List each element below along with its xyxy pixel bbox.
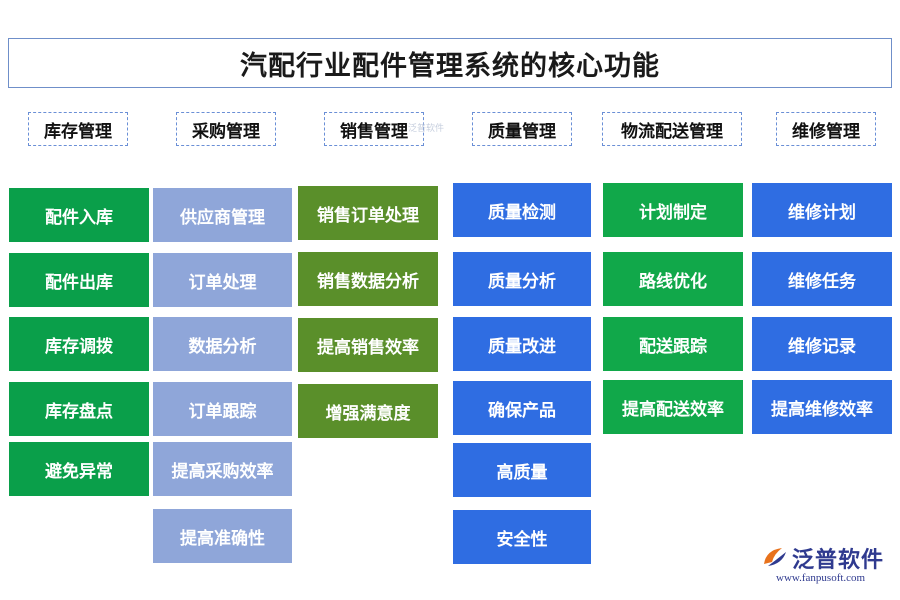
category-repair: 维修管理 [776,112,876,146]
item-inventory-2: 配件出库 [9,253,149,307]
diagram-title: 汽配行业配件管理系统的核心功能 [240,50,660,82]
category-purchasing: 采购管理 [176,112,276,146]
item-quality-4: 确保产品 [453,381,591,435]
item-quality-2: 质量分析 [453,252,591,306]
item-sales-2: 销售数据分析 [298,252,438,306]
brand-url: www.fanpusoft.com [776,572,866,584]
brand-logo: 泛普软件 www.fanpusoft.com [760,540,890,586]
item-quality-3: 质量改进 [453,317,591,371]
item-inventory-5: 避免异常 [9,442,149,496]
item-logistics-4: 提高配送效率 [603,380,743,434]
item-quality-1: 质量检测 [453,183,591,237]
brand-mark-icon [764,548,786,566]
item-inventory-1: 配件入库 [9,188,149,242]
item-inventory-3: 库存调拨 [9,317,149,371]
item-purchasing-2: 订单处理 [153,253,292,307]
item-purchasing-6: 提高准确性 [153,509,292,563]
item-repair-3: 维修记录 [752,317,892,371]
item-sales-4: 增强满意度 [298,384,438,438]
item-logistics-2: 路线优化 [603,252,743,306]
diagram-title-box: 汽配行业配件管理系统的核心功能 [8,38,892,88]
item-purchasing-3: 数据分析 [153,317,292,371]
item-purchasing-5: 提高采购效率 [153,442,292,496]
item-sales-3: 提高销售效率 [298,318,438,372]
item-repair-4: 提高维修效率 [752,380,892,434]
item-purchasing-1: 供应商管理 [153,188,292,242]
item-repair-1: 维修计划 [752,183,892,237]
category-inventory: 库存管理 [28,112,128,146]
item-quality-5: 高质量 [453,443,591,497]
item-purchasing-4: 订单跟踪 [153,382,292,436]
item-inventory-4: 库存盘点 [9,382,149,436]
item-sales-1: 销售订单处理 [298,186,438,240]
item-repair-2: 维修任务 [752,252,892,306]
category-sales: 销售管理 [324,112,424,146]
watermark-text: 泛普软件 [408,124,445,134]
category-quality: 质量管理 [472,112,572,146]
brand-name: 泛普软件 [792,548,885,573]
item-logistics-1: 计划制定 [603,183,743,237]
watermark-logo: 泛普软件 [408,124,454,146]
category-logistics: 物流配送管理 [602,112,742,146]
item-logistics-3: 配送跟踪 [603,317,743,371]
item-quality-6: 安全性 [453,510,591,564]
